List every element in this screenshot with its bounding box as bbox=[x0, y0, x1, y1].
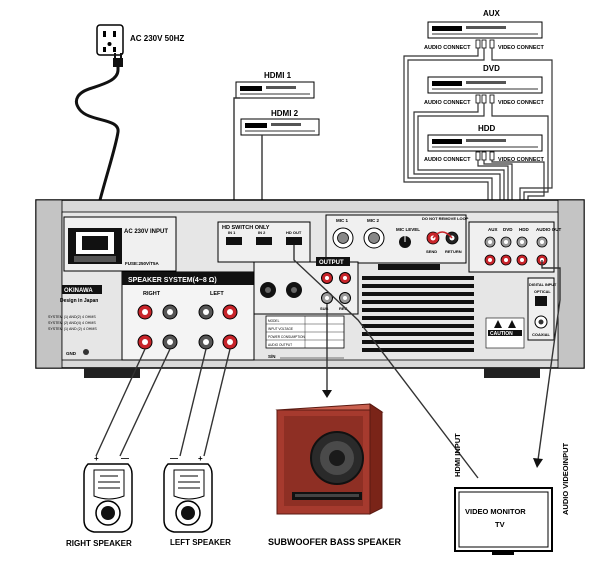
gnd-label: GND bbox=[66, 351, 77, 356]
hdd-video-connect: VIDEO CONNECT bbox=[498, 157, 544, 163]
coaxial-jack[interactable] bbox=[534, 315, 548, 329]
output-rca-jacks[interactable] bbox=[321, 272, 351, 304]
spec-line-1: SYSTEM (1) AND(2) 4 OHMS bbox=[48, 315, 96, 319]
speaker-system-label: SPEAKER SYSTEM(4~8 Ω) bbox=[128, 277, 217, 284]
mic1-label: MIC 1 bbox=[336, 218, 348, 223]
subwoofer-cable bbox=[322, 304, 332, 398]
source-cables bbox=[403, 48, 553, 228]
dvd-player bbox=[427, 76, 543, 94]
caution-plate bbox=[485, 317, 525, 349]
design-text: Design in Japan bbox=[60, 298, 98, 304]
input-rca-jacks[interactable] bbox=[484, 236, 548, 266]
optical-port[interactable] bbox=[535, 296, 547, 306]
in-hdd-label: HDD bbox=[519, 227, 529, 232]
aux-video-connect: VIDEO CONNECT bbox=[498, 45, 544, 51]
hdmi2-label: HDMI 2 bbox=[271, 109, 299, 118]
mic-level-label: MIC LEVEL bbox=[396, 227, 420, 232]
rec-label: REC bbox=[339, 306, 348, 311]
subwoofer-label: SUBWOOFER BASS SPEAKER bbox=[268, 537, 402, 547]
dvd-label: DVD bbox=[483, 64, 500, 73]
aux-label: AUX bbox=[483, 9, 501, 18]
dvd-video-connect: VIDEO CONNECT bbox=[498, 100, 544, 106]
brand-name: OKINAWA bbox=[64, 288, 93, 294]
dvd-audio-connect: AUDIO CONNECT bbox=[424, 100, 471, 106]
spec-audio-output: AUDIO OUTPUT bbox=[268, 343, 292, 347]
hd-in1-label: IN 1 bbox=[228, 230, 236, 235]
in-dvd-label: DVD bbox=[503, 227, 513, 232]
sn-label: S/N bbox=[268, 354, 276, 359]
spec-line-2: SYSTEM (2) AND(4) 4 OHMS bbox=[48, 321, 96, 325]
hd-in2-label: IN 2 bbox=[258, 230, 266, 235]
hdmi1-label: HDMI 1 bbox=[264, 71, 292, 80]
hdd-audio-connect: AUDIO CONNECT bbox=[424, 157, 471, 163]
output-knobs[interactable] bbox=[260, 282, 302, 298]
optical-label: OPTICAL bbox=[534, 290, 551, 294]
spec-line-3: SYSTEM (1) AND (2) 4 OHMS bbox=[48, 327, 97, 331]
right-speaker-label: RIGHT SPEAKER bbox=[66, 539, 132, 548]
audio-video-input-label: AUDIO VIDEOINPUT bbox=[561, 442, 570, 515]
audio-out-label: AUDIO OUT bbox=[536, 227, 562, 232]
hdmi-out-cable bbox=[293, 245, 479, 479]
mic1-jack[interactable] bbox=[332, 227, 354, 249]
ac-input-label: AC 230V INPUT bbox=[124, 229, 168, 235]
left-channel-label: LEFT bbox=[210, 291, 224, 297]
return-label: RETURN bbox=[445, 249, 462, 254]
left-speaker-label: LEFT SPEAKER bbox=[170, 538, 231, 547]
hd-out-label: HD OUT bbox=[286, 230, 302, 235]
brand-logo bbox=[62, 285, 102, 294]
hdmi2-player bbox=[240, 118, 320, 136]
mic2-label: MIC 2 bbox=[367, 218, 379, 223]
speaker-cables bbox=[95, 348, 231, 457]
left-speaker bbox=[163, 463, 213, 533]
speaker-terminals-top[interactable] bbox=[137, 304, 238, 320]
coaxial-label: COAXIAL bbox=[532, 332, 551, 337]
power-label: AC 230V 50HZ bbox=[130, 34, 184, 43]
spec-voltage: INPUT VOLTAGE bbox=[268, 327, 293, 331]
right-channel-label: RIGHT bbox=[143, 291, 161, 297]
caution-label: CAUTION bbox=[490, 331, 513, 337]
digital-input-module bbox=[527, 277, 555, 341]
right-speaker-minus: — bbox=[121, 454, 129, 463]
source-rca-plugs bbox=[475, 39, 495, 161]
power-plug bbox=[113, 53, 123, 67]
ac-input-module bbox=[63, 216, 177, 272]
hdmi1-player bbox=[235, 81, 315, 99]
subwoofer bbox=[275, 403, 384, 515]
mic2-jack[interactable] bbox=[363, 227, 385, 249]
hdd-player bbox=[427, 134, 543, 152]
hdmi1-cable bbox=[233, 97, 240, 228]
output-label: OUTPUT bbox=[319, 260, 344, 266]
power-outlet bbox=[96, 24, 124, 56]
sub-label: SUB bbox=[320, 306, 329, 311]
right-speaker bbox=[83, 463, 133, 533]
mic-level-knob[interactable] bbox=[399, 236, 411, 248]
send-label: SEND bbox=[426, 249, 437, 254]
gnd-terminal[interactable] bbox=[83, 349, 89, 355]
spec-consumption: POWER CONSUMPTION bbox=[268, 335, 306, 339]
hdmi-input-label: HDMI INPUT bbox=[453, 433, 462, 477]
monitor-subtitle: TV bbox=[495, 520, 505, 529]
hdmi-in1-port[interactable] bbox=[226, 237, 242, 245]
in-aux-label: AUX bbox=[488, 227, 498, 232]
right-speaker-plus: + bbox=[94, 454, 99, 463]
power-cord bbox=[75, 60, 120, 239]
monitor-title: VIDEO MONITOR bbox=[465, 507, 526, 516]
hdmi-in2-port[interactable] bbox=[256, 237, 272, 245]
aux-player bbox=[427, 21, 543, 39]
av-out-cable bbox=[533, 260, 561, 468]
hdmi-out-port[interactable] bbox=[286, 237, 302, 245]
hdd-label: HDD bbox=[478, 124, 496, 133]
spec-plate bbox=[265, 315, 345, 349]
hd-switch-label: HD SWITCH ONLY bbox=[222, 225, 270, 231]
loop-label: DO NOT REMOVE LOOP bbox=[422, 216, 469, 221]
left-speaker-plus: + bbox=[198, 454, 203, 463]
fuse-label: FUSE:250V/T5A bbox=[125, 261, 160, 266]
aux-audio-connect: AUDIO CONNECT bbox=[424, 45, 471, 51]
left-speaker-minus: — bbox=[170, 454, 178, 463]
vent-slots bbox=[362, 264, 474, 352]
digital-input-label: DIGITAL INPUT bbox=[529, 283, 557, 287]
video-monitor bbox=[454, 487, 553, 555]
spec-model: MODEL bbox=[268, 319, 280, 323]
